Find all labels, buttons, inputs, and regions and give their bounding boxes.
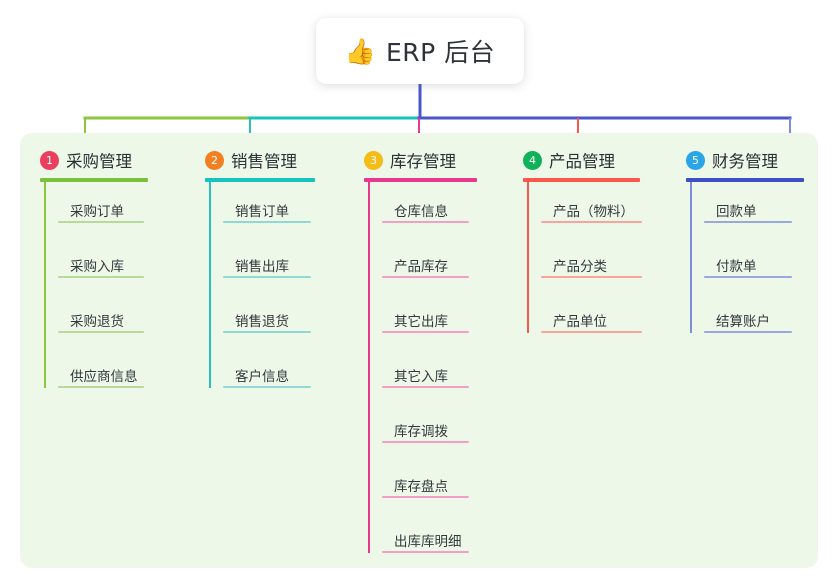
menu-item[interactable]: 销售订单 — [223, 200, 311, 223]
menu-item-label: 产品（物料） — [553, 204, 634, 220]
title-card: 👍 ERP 后台 — [316, 18, 524, 84]
menu-item-label: 销售退货 — [235, 314, 289, 330]
menu-item-rule — [223, 221, 311, 223]
menu-item-rule — [223, 331, 311, 333]
menu-item[interactable]: 产品分类 — [541, 255, 642, 278]
menu-item[interactable]: 供应商信息 — [58, 365, 144, 388]
column-spine — [44, 182, 46, 388]
menu-item-label: 采购入库 — [70, 259, 124, 275]
menu-item-rule — [382, 441, 469, 443]
menu-item-rule — [382, 386, 469, 388]
menu-item[interactable]: 其它出库 — [382, 310, 469, 333]
column-title: 财务管理 — [712, 152, 778, 171]
menu-item-label: 回款单 — [716, 204, 757, 220]
menu-item-rule — [704, 276, 792, 278]
menu-item-label: 客户信息 — [235, 369, 289, 385]
column-title: 销售管理 — [231, 152, 297, 171]
menu-item[interactable]: 采购订单 — [58, 200, 144, 223]
menu-item-label: 产品单位 — [553, 314, 607, 330]
column-spine — [690, 182, 692, 333]
column-header-rule — [40, 178, 148, 182]
column-header-rule — [205, 178, 315, 182]
menu-item-label: 采购订单 — [70, 204, 124, 220]
column-header-rule — [364, 178, 477, 182]
column-spine — [209, 182, 211, 388]
page-title: ERP 后台 — [385, 38, 496, 67]
menu-item-label: 付款单 — [716, 259, 757, 275]
diagram-panel — [20, 133, 818, 568]
column-title: 采购管理 — [66, 152, 132, 171]
menu-item[interactable]: 仓库信息 — [382, 200, 469, 223]
menu-item-rule — [382, 276, 469, 278]
column-badge-2: 2 — [205, 150, 224, 170]
menu-item[interactable]: 结算账户 — [704, 310, 792, 333]
thumbs-up-icon: 👍 — [344, 36, 376, 66]
column-badge-3: 3 — [364, 150, 383, 170]
menu-item-label: 产品分类 — [553, 259, 607, 275]
menu-item[interactable]: 其它入库 — [382, 365, 469, 388]
menu-item-label: 库存盘点 — [394, 479, 448, 495]
menu-item-rule — [541, 221, 642, 223]
menu-item-label: 供应商信息 — [70, 369, 138, 385]
menu-item-label: 其它出库 — [394, 314, 448, 330]
column-header-rule — [686, 178, 804, 182]
menu-item-rule — [58, 221, 144, 223]
menu-item-rule — [223, 386, 311, 388]
column-header-4[interactable]: 4 产品管理 — [523, 148, 615, 172]
column-badge-1: 1 — [40, 150, 59, 170]
menu-item-label: 销售出库 — [235, 259, 289, 275]
menu-item[interactable]: 采购入库 — [58, 255, 144, 278]
menu-item[interactable]: 销售出库 — [223, 255, 311, 278]
menu-item[interactable]: 产品库存 — [382, 255, 469, 278]
column-header-1[interactable]: 1 采购管理 — [40, 148, 132, 172]
column-title: 库存管理 — [390, 152, 456, 171]
menu-item-label: 库存调拨 — [394, 424, 448, 440]
column-header-3[interactable]: 3 库存管理 — [364, 148, 456, 172]
column-spine — [527, 182, 529, 333]
menu-item[interactable]: 客户信息 — [223, 365, 311, 388]
menu-item-rule — [223, 276, 311, 278]
menu-item-rule — [58, 331, 144, 333]
column-badge-5: 5 — [686, 150, 705, 170]
column-header-rule — [523, 178, 640, 182]
menu-item-rule — [382, 496, 469, 498]
menu-item[interactable]: 付款单 — [704, 255, 792, 278]
menu-item-label: 仓库信息 — [394, 204, 448, 220]
menu-item-rule — [704, 221, 792, 223]
menu-item-rule — [382, 551, 469, 553]
menu-item[interactable]: 出库库明细 — [382, 530, 469, 553]
column-header-2[interactable]: 2 销售管理 — [205, 148, 297, 172]
menu-item-rule — [382, 331, 469, 333]
menu-item[interactable]: 回款单 — [704, 200, 792, 223]
menu-item-label: 采购退货 — [70, 314, 124, 330]
menu-item-rule — [541, 276, 642, 278]
menu-item-label: 结算账户 — [716, 314, 770, 330]
menu-item-rule — [382, 221, 469, 223]
menu-item-rule — [58, 276, 144, 278]
column-badge-4: 4 — [523, 150, 542, 170]
menu-item-label: 产品库存 — [394, 259, 448, 275]
menu-item-label: 其它入库 — [394, 369, 448, 385]
column-title: 产品管理 — [549, 152, 615, 171]
menu-item-rule — [58, 386, 144, 388]
title-content: 👍 ERP 后台 — [345, 33, 495, 69]
menu-item-rule — [704, 331, 792, 333]
column-spine — [368, 182, 370, 553]
menu-item[interactable]: 销售退货 — [223, 310, 311, 333]
menu-item-label: 销售订单 — [235, 204, 289, 220]
column-header-5[interactable]: 5 财务管理 — [686, 148, 778, 172]
menu-item-rule — [541, 331, 642, 333]
menu-item[interactable]: 产品（物料） — [541, 200, 642, 223]
menu-item[interactable]: 采购退货 — [58, 310, 144, 333]
menu-item[interactable]: 库存调拨 — [382, 420, 469, 443]
menu-item-label: 出库库明细 — [394, 534, 462, 550]
menu-item[interactable]: 库存盘点 — [382, 475, 469, 498]
menu-item[interactable]: 产品单位 — [541, 310, 642, 333]
